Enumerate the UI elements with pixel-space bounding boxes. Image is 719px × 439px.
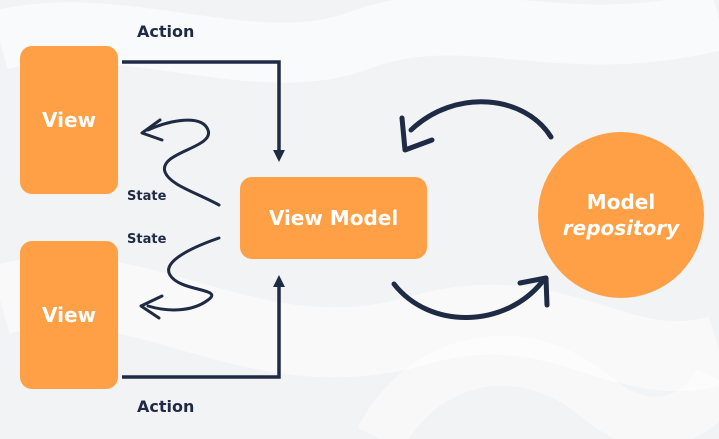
state-top-label: State <box>127 189 167 204</box>
action-top-connector <box>122 60 285 162</box>
model-to-viewmodel-arc <box>408 99 554 140</box>
view-node-top: View <box>20 46 118 194</box>
state-bottom-label: State <box>127 232 167 247</box>
action-bottom-connector <box>122 275 285 379</box>
view-top-label: View <box>41 108 97 132</box>
state-top-arrowhead <box>140 118 164 142</box>
state-bottom-arrowhead <box>139 294 164 320</box>
model-subtitle: repository <box>562 216 680 240</box>
model-repository-node: Model repository <box>538 132 704 298</box>
action-top-label: Action <box>137 22 195 41</box>
viewmodel-to-model-arrowhead <box>517 275 550 308</box>
action-bottom-label: Action <box>137 397 195 416</box>
view-node-bottom: View <box>20 241 118 389</box>
viewmodel-to-model-arc <box>391 279 545 320</box>
view-model-node: View Model <box>240 177 427 259</box>
state-bottom-squiggle <box>146 236 221 312</box>
view-bottom-label: View <box>41 303 97 327</box>
state-top-squiggle <box>146 118 221 207</box>
view-model-label: View Model <box>268 206 399 230</box>
model-to-viewmodel-arrowhead <box>399 115 435 153</box>
model-title: Model <box>586 190 656 214</box>
